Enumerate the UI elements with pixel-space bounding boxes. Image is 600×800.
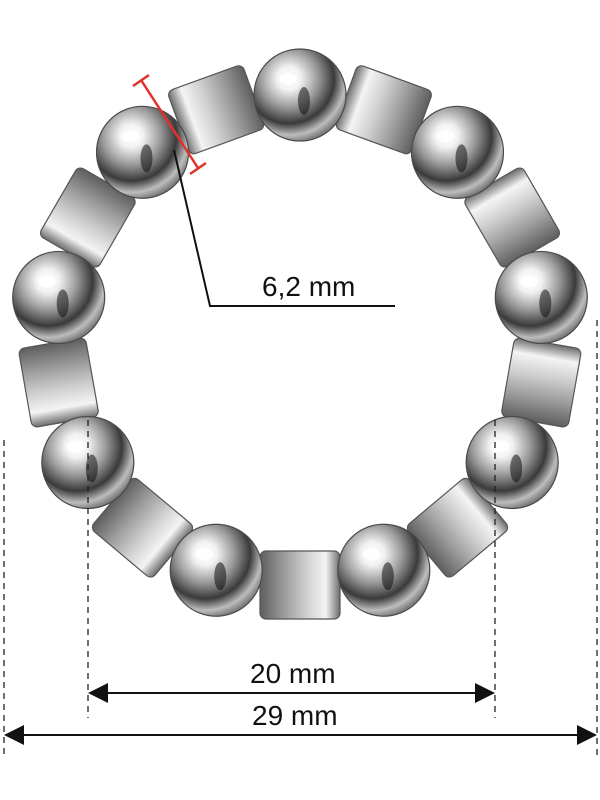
steel-ball	[253, 48, 347, 142]
steel-ball	[12, 250, 106, 345]
outer-diameter-label: 29 mm	[252, 700, 338, 731]
cage-segment	[18, 337, 99, 428]
steel-ball	[169, 523, 263, 617]
ball-diameter-label: 6,2 mm	[262, 271, 355, 302]
steel-ball	[410, 105, 505, 199]
steel-ball	[41, 415, 135, 510]
extension-lines	[3, 320, 598, 758]
ball-diameter-leader	[173, 149, 395, 307]
retainer-cage	[18, 65, 582, 620]
cage-segment	[501, 337, 582, 428]
cage-segment	[259, 550, 341, 620]
steel-ball	[494, 250, 588, 345]
ball-diameter-highlight	[132, 73, 207, 176]
balls-group	[12, 48, 588, 617]
steel-ball	[337, 523, 431, 617]
steel-ball	[95, 105, 190, 199]
steel-ball	[465, 415, 559, 510]
inner-diameter-label: 20 mm	[250, 658, 336, 689]
